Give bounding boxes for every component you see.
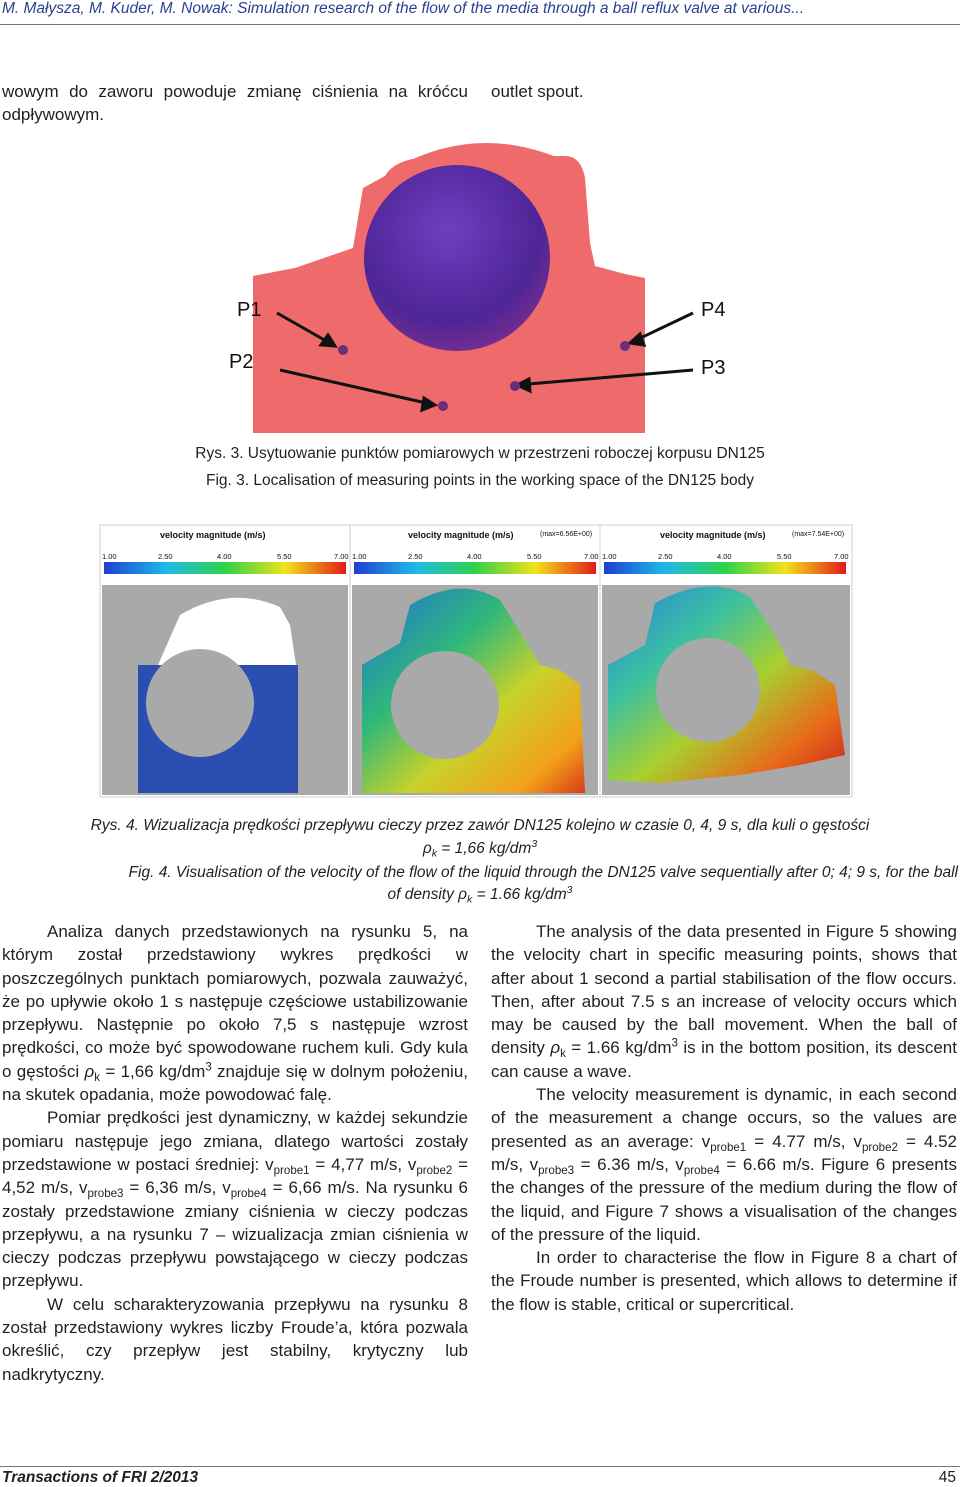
panel1-tick-4: 5.50: [277, 552, 292, 561]
panel1-colorbar: [104, 562, 346, 574]
panel1-title: velocity magnitude (m/s): [160, 530, 266, 540]
label-p1: P1: [237, 299, 261, 321]
point-p2: [438, 401, 448, 411]
panel2-ball: [391, 651, 499, 759]
fig3-caption-en: Fig. 3. Localisation of measuring points…: [206, 472, 754, 489]
page-number: 45: [938, 1469, 956, 1486]
arrow-p4: [626, 311, 694, 347]
panel3-max: (max=7.54E+00): [792, 531, 844, 538]
panel3-tick-1: 1.00: [602, 552, 617, 561]
top-right-text: outlet spout.: [491, 82, 584, 101]
panel3-colorbar: [604, 562, 846, 574]
panel3-tick-2: 2.50: [658, 552, 673, 561]
panel2-tick-1: 1.00: [352, 552, 367, 561]
panel-t9: velocity magnitude (m/s) (max=7.54E+00) …: [599, 524, 853, 798]
header-rule: [0, 24, 960, 25]
panel-t0: velocity magnitude (m/s) 1.00 2.50 4.00 …: [99, 524, 351, 798]
panel-t4: velocity magnitude (m/s) (max=6.56E+00) …: [349, 524, 601, 798]
panel1-tick-5: 7.00: [334, 552, 349, 561]
point-p1: [338, 345, 348, 355]
velocity-visualisation-panels: velocity magnitude (m/s) 1.00 2.50 4.00 …: [99, 524, 853, 798]
fig4-caption-pl: Rys. 4. Wizualizacja prędkości przepływu…: [90, 817, 870, 834]
label-p4: P4: [701, 299, 725, 321]
footer-rule: [0, 1466, 960, 1467]
panel1-empty-body: [158, 597, 296, 665]
panel3-tick-3: 4.00: [717, 552, 732, 561]
panel3-title: velocity magnitude (m/s): [660, 530, 766, 540]
fig4-caption-pl-line2: ρk = 1,66 kg/dm3: [422, 838, 538, 860]
fig3-caption-pl: Rys. 3. Usytuowanie punktów pomiarowych …: [195, 445, 765, 462]
panel2-tick-4: 5.50: [527, 552, 542, 561]
panel2-tick-2: 2.50: [408, 552, 423, 561]
arrow-p2: [279, 368, 439, 413]
left-paragraph-3: W celu scharakteryzowania przepływu na r…: [2, 1294, 468, 1384]
panel1-tick-1: 1.00: [102, 552, 117, 561]
panel2-title: velocity magnitude (m/s): [408, 530, 514, 540]
fig4-caption-en-line2: of density ρk = 1.66 kg/dm3: [387, 884, 573, 906]
panel3-tick-5: 7.00: [834, 552, 849, 561]
running-header: M. Małysza, M. Kuder, M. Nowak: Simulati…: [2, 0, 805, 17]
panel1-tick-2: 2.50: [158, 552, 173, 561]
right-paragraph-2: The velocity measurement is dynamic, in …: [491, 1085, 957, 1244]
panel1-tick-3: 4.00: [217, 552, 232, 561]
point-p3: [510, 381, 520, 391]
label-p3: P3: [701, 357, 725, 379]
valve-ball: [364, 165, 550, 351]
figure-4: velocity magnitude (m/s) 1.00 2.50 4.00 …: [99, 524, 853, 798]
top-left-text: wowym do zaworu powoduje zmianę ciśnieni…: [2, 82, 468, 125]
arrow-p1: [276, 311, 338, 348]
right-paragraph-1: The analysis of the data presented in Fi…: [491, 922, 957, 1081]
panel3-tick-4: 5.50: [777, 552, 792, 561]
label-p2: P2: [229, 351, 253, 373]
panel2-tick-5: 7.00: [584, 552, 599, 561]
fig4-caption-en: Fig. 4. Visualisation of the velocity of…: [128, 864, 958, 881]
left-paragraph-2: Pomiar prędkości jest dynamiczny, w każd…: [2, 1108, 469, 1291]
valve-dome: [395, 143, 580, 168]
right-paragraph-3: In order to characterise the flow in Fig…: [491, 1248, 957, 1314]
left-paragraph-1: Analiza danych przedstawionych na rysunk…: [2, 922, 469, 1105]
panel3-ball: [656, 638, 760, 742]
point-p4: [620, 341, 630, 351]
journal-footer: Transactions of FRI 2/2013: [2, 1469, 199, 1486]
valve-measuring-points-diagram: P1 P2 P4 P3: [229, 143, 725, 433]
figure-3: P1 P2 P4 P3: [229, 143, 735, 433]
panel2-max: (max=6.56E+00): [540, 531, 592, 538]
left-column-text: Analiza danych przedstawionych na rysunk…: [2, 920, 468, 1386]
panel2-tick-3: 4.00: [467, 552, 482, 561]
right-column-text: The analysis of the data presented in Fi…: [491, 920, 957, 1316]
arrow-p3: [513, 368, 694, 394]
panel1-ball: [146, 649, 254, 757]
panel2-colorbar: [354, 562, 596, 574]
